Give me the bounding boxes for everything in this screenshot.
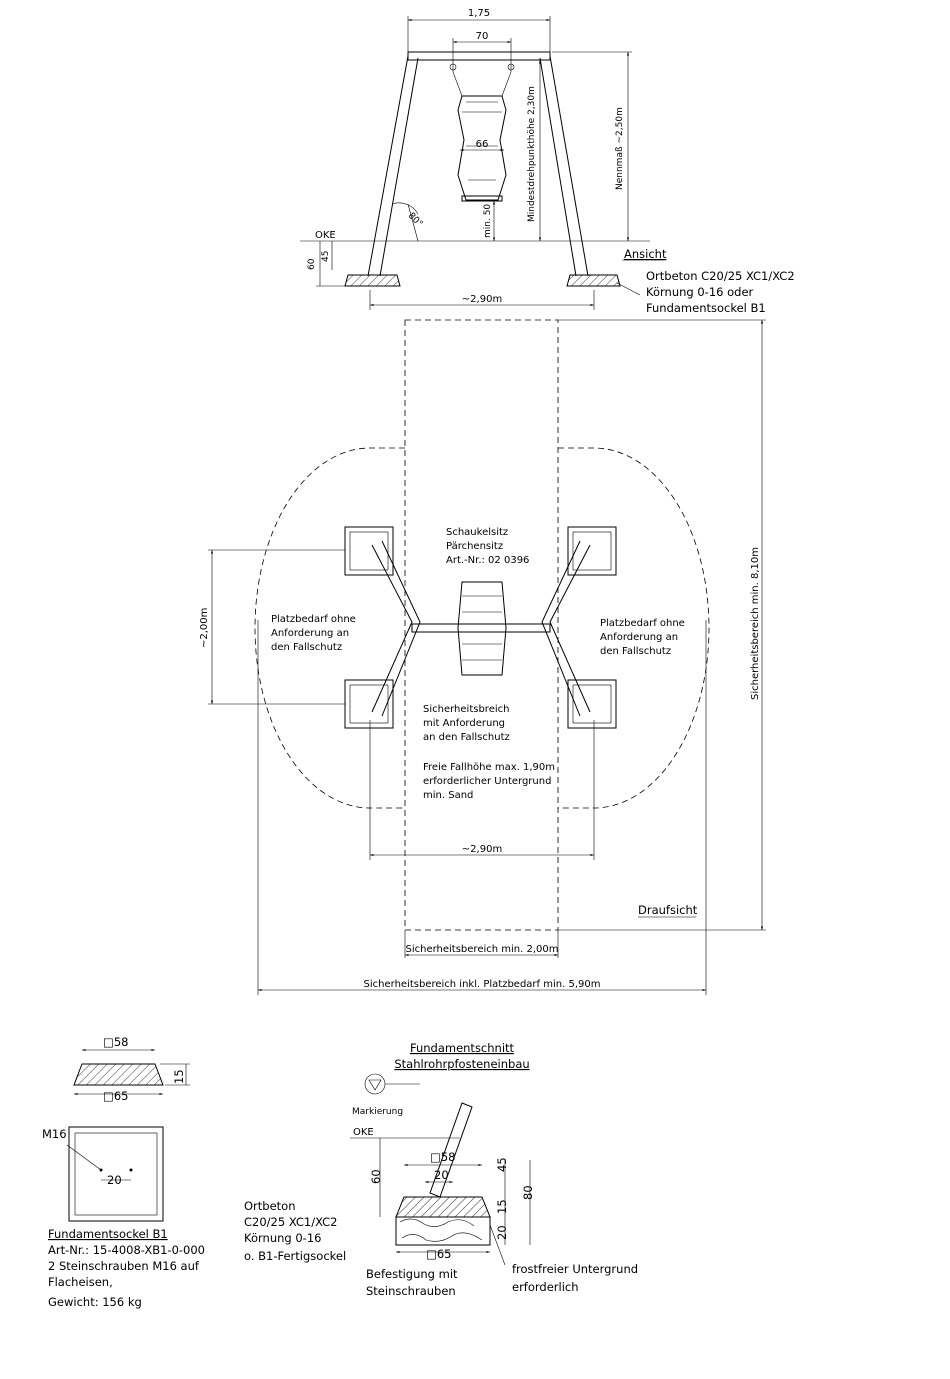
right-leg bbox=[539, 55, 589, 277]
marker-label: Markierung bbox=[352, 1107, 403, 1117]
concrete-note-line1: Ortbeton C20/25 XC1/XC2 bbox=[646, 269, 795, 283]
left-space-zone bbox=[254, 447, 405, 809]
footing-caption-line3: 2 Steinschrauben M16 auf bbox=[48, 1259, 200, 1273]
footing-caption-line2: Art-Nr.: 15-4008-XB1-0-000 bbox=[48, 1243, 205, 1257]
fall-height-line1: Freie Fallhöhe max. 1,90m bbox=[423, 762, 555, 773]
footing-caption-line4: Flacheisen, bbox=[48, 1275, 113, 1289]
dim-pivot-height: Mindestdrehpunkthöhe 2,30m bbox=[527, 86, 537, 222]
concrete-note-line3: Fundamentsockel B1 bbox=[646, 301, 766, 315]
dim-post-spacing: ~2,00m bbox=[199, 608, 210, 648]
oke-label: OKE bbox=[315, 230, 336, 241]
section-dim-45: 45 bbox=[495, 1157, 509, 1172]
footing-dim-top: □58 bbox=[103, 1035, 129, 1049]
seat-chains bbox=[452, 60, 512, 97]
footing-detail bbox=[66, 1048, 190, 1222]
section-title-line1: Fundamentschnitt bbox=[410, 1041, 515, 1055]
section-concrete-line2: C20/25 XC1/XC2 bbox=[244, 1215, 337, 1229]
fall-height-line3: min. Sand bbox=[423, 790, 473, 801]
bolt-label: M16 bbox=[42, 1127, 67, 1141]
dim-total-width: 1,75 bbox=[468, 8, 490, 19]
plan-seat bbox=[457, 581, 507, 676]
footing-side bbox=[73, 1063, 164, 1086]
section-dim-bolt: 20 bbox=[434, 1168, 449, 1182]
dim-nominal-height: Nennmaß ~2,50m bbox=[615, 107, 625, 190]
safety-zone bbox=[404, 319, 559, 931]
space-left-line3: den Fallschutz bbox=[271, 642, 342, 653]
safety-zone-line1: Sicherheitsbreich bbox=[423, 704, 509, 715]
post-plates bbox=[344, 526, 617, 729]
right-frame bbox=[541, 540, 591, 717]
dim-total-safety-width: Sicherheitsbereich inkl. Platzbedarf min… bbox=[364, 979, 601, 990]
top-beam bbox=[407, 51, 551, 61]
elevation-view bbox=[300, 16, 665, 310]
left-frame bbox=[371, 540, 421, 717]
concrete-note-line2: Körnung 0-16 oder bbox=[646, 285, 754, 299]
dim-min-ground: min. 50 bbox=[483, 204, 493, 238]
space-left-line2: Anforderung an bbox=[271, 628, 349, 639]
footing-dim-bolt: 20 bbox=[107, 1173, 122, 1187]
section-dim-bottom: □65 bbox=[426, 1247, 452, 1261]
section-dim-15: 15 bbox=[495, 1199, 509, 1214]
section-dim-80: 80 bbox=[521, 1185, 535, 1200]
seat-title-line3: Art.-Nr.: 02 0396 bbox=[446, 555, 529, 566]
space-right-line3: den Fallschutz bbox=[600, 646, 671, 657]
footing-caption-line5: Gewicht: 156 kg bbox=[48, 1295, 142, 1309]
swing-seat bbox=[457, 95, 507, 201]
footing-dim-bottom: □65 bbox=[103, 1089, 129, 1103]
seat-title-line1: Schaukelsitz bbox=[446, 527, 508, 538]
space-right-line2: Anforderung an bbox=[600, 632, 678, 643]
section-concrete-line1: Ortbeton bbox=[244, 1199, 296, 1213]
fastening-line2: Steinschrauben bbox=[366, 1284, 456, 1298]
dim-safety-width: Sicherheitsbereich min. 2,00m bbox=[405, 944, 558, 955]
right-space-zone bbox=[558, 447, 710, 809]
right-footing bbox=[566, 274, 621, 287]
dim-footing-spacing: ~2,90m bbox=[462, 294, 502, 305]
section-footing bbox=[395, 1196, 491, 1218]
footing-caption-title: Fundamentsockel B1 bbox=[48, 1227, 168, 1241]
safety-zone-line3: an den Fallschutz bbox=[423, 732, 510, 743]
section-concrete-line3: Körnung 0-16 bbox=[244, 1231, 321, 1245]
dim-safety-length: Sicherheitsbereich min. 8,10m bbox=[750, 547, 761, 700]
left-footing bbox=[344, 274, 401, 287]
footing-dim-height: 15 bbox=[172, 1069, 186, 1084]
ground-note-line1: frostfreier Untergrund bbox=[512, 1262, 638, 1276]
section-oke: OKE bbox=[353, 1127, 374, 1138]
dim-60: 60 bbox=[307, 258, 317, 270]
fall-height-line2: erforderlicher Untergrund bbox=[423, 776, 551, 787]
section-dim-60: 60 bbox=[369, 1169, 383, 1184]
dim-seat-width: 70 bbox=[476, 31, 489, 42]
dim-45: 45 bbox=[321, 251, 331, 262]
left-leg bbox=[367, 55, 419, 277]
section-dim-top: □58 bbox=[430, 1150, 456, 1164]
section-dim-20: 20 bbox=[495, 1225, 509, 1240]
fastening-line1: Befestigung mit bbox=[366, 1267, 458, 1281]
view-label-ansicht: Ansicht bbox=[624, 247, 667, 261]
plan-view bbox=[208, 319, 766, 995]
plan-top-beam bbox=[411, 623, 551, 633]
safety-zone-line2: mit Anforderung bbox=[423, 718, 505, 729]
space-right-line1: Platzbedarf ohne bbox=[600, 618, 685, 629]
section-title-line2: Stahlrohrpfosteneinbau bbox=[394, 1057, 529, 1071]
section-concrete-line4: o. B1-Fertigsockel bbox=[244, 1249, 346, 1263]
space-left-line1: Platzbedarf ohne bbox=[271, 614, 356, 625]
angle-label: 80° bbox=[406, 211, 424, 229]
dim-foot-spacing: ~2,90m bbox=[462, 844, 502, 855]
footing-top bbox=[68, 1126, 164, 1222]
ground-note-line2: erforderlich bbox=[512, 1280, 579, 1294]
view-label-draufsicht: Draufsicht bbox=[638, 903, 698, 917]
marker-circle bbox=[364, 1073, 386, 1095]
foundation-section bbox=[350, 1073, 531, 1266]
dim-seat-inner: 66 bbox=[476, 139, 489, 150]
seat-title-line2: Pärchensitz bbox=[446, 541, 503, 552]
